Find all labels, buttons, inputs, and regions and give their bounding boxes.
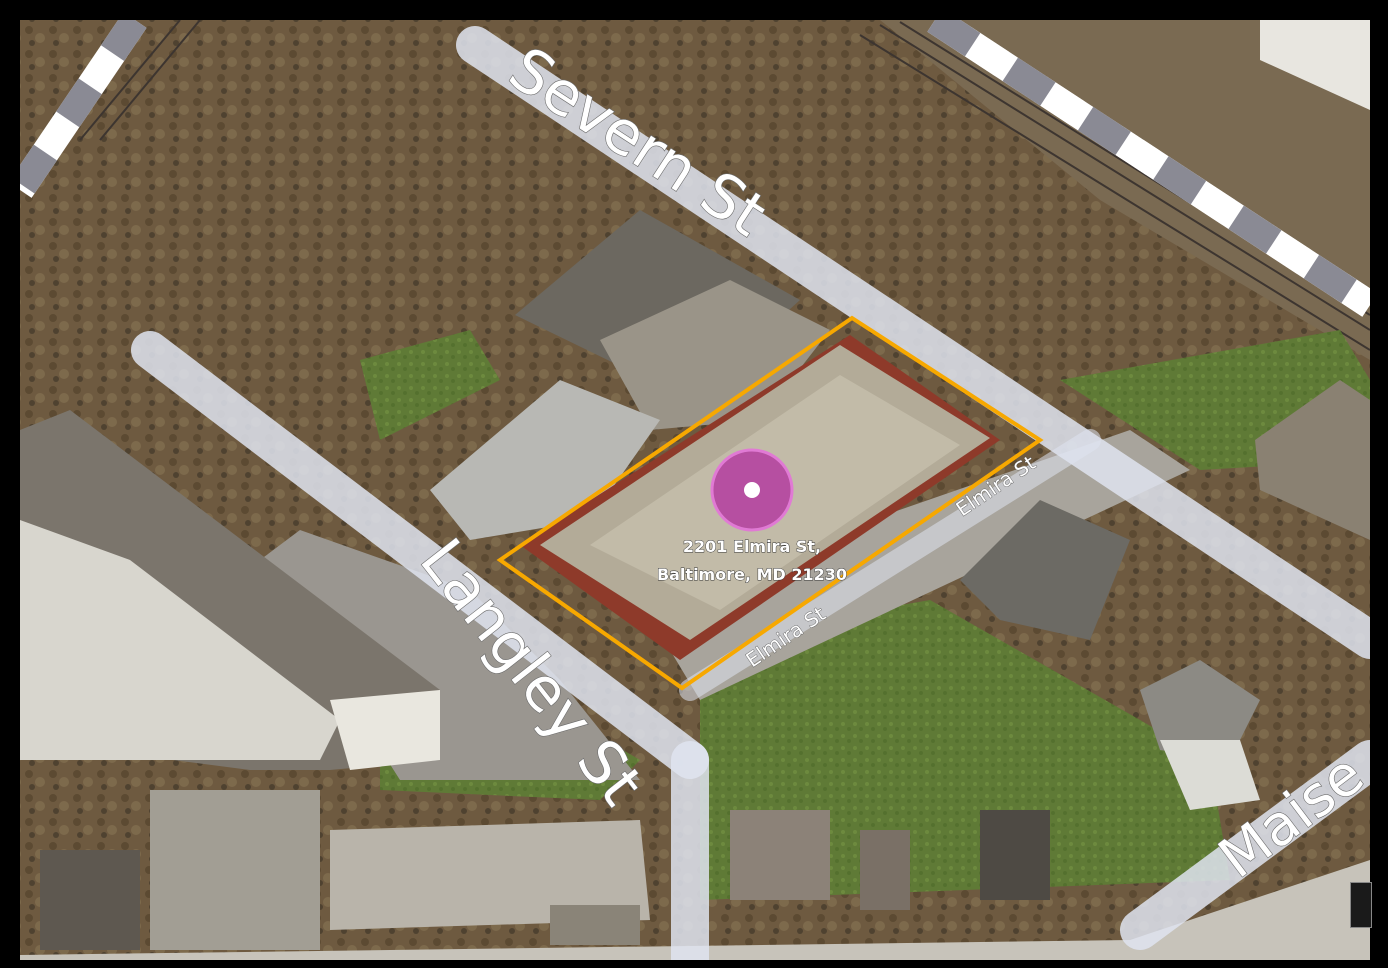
house-south-3 xyxy=(980,810,1050,900)
lawn-south xyxy=(700,600,1230,900)
house-south-2 xyxy=(860,830,910,910)
house-cluster-1 xyxy=(960,500,1130,640)
rail-overlay-east-dashes xyxy=(927,20,1370,317)
parcel-outline[interactable] xyxy=(496,315,1044,691)
building-top-right xyxy=(1260,20,1370,110)
road-langley xyxy=(131,331,709,779)
map-imagery: Severn St Langley St Elmira St Elmira St… xyxy=(20,20,1370,960)
lawn-yard xyxy=(360,330,500,440)
house-cluster-2 xyxy=(1140,660,1260,760)
road-overlays xyxy=(131,26,1370,960)
parking-lot xyxy=(260,530,640,780)
road-elmira xyxy=(679,429,1101,701)
address-line1: 2201 Elmira St, xyxy=(683,537,821,556)
building-east xyxy=(1255,380,1370,540)
shed-south xyxy=(550,905,640,945)
house-south-1 xyxy=(730,810,830,900)
building-south-west xyxy=(150,790,320,950)
address-line2: Baltimore, MD 21230 xyxy=(657,565,847,584)
warehouse-west-facade xyxy=(330,690,440,770)
rail-tracks-left xyxy=(79,20,201,141)
house-white xyxy=(1160,740,1260,810)
rail-overlay-west xyxy=(20,20,147,198)
house-south-west xyxy=(40,850,140,950)
location-pin-icon[interactable] xyxy=(710,448,794,532)
map-control-button[interactable] xyxy=(1350,882,1372,928)
gravel-lot xyxy=(330,820,650,930)
bottom-road xyxy=(20,860,1370,960)
road-severn xyxy=(456,26,1370,659)
warehouse-west-light-roof xyxy=(20,520,340,760)
road-maiser xyxy=(1120,740,1370,950)
